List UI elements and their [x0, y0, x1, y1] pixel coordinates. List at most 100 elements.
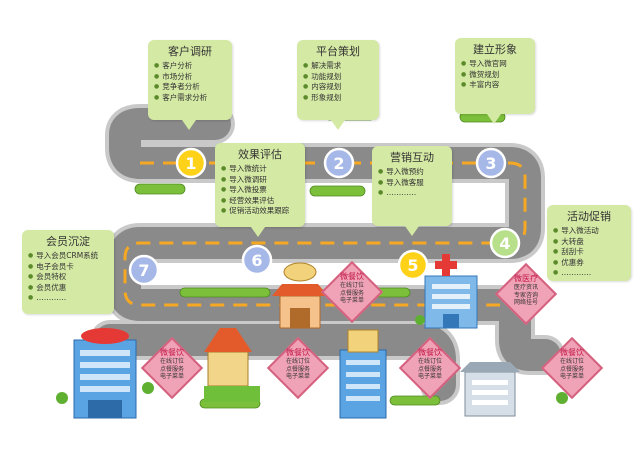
diamond-line: 电子菜单: [339, 297, 364, 304]
card-item: 导入微调研: [221, 175, 299, 186]
diamond-title: 微餐饮: [160, 348, 184, 357]
card-step-2: 平台策划 解决需求 功能规划 内容规划 形象规划: [297, 40, 379, 130]
diamond-text: 微餐饮 在线订位 点餐服务 电子菜单: [398, 348, 462, 381]
card-item: 大转盘: [553, 237, 625, 248]
building-tower: [339, 329, 387, 419]
card-pointer: [251, 227, 265, 237]
card-item: 功能规划: [303, 72, 373, 83]
diamond-title: 微餐饮: [286, 348, 310, 357]
diamond-title: 微医疗: [514, 274, 538, 283]
diamond-line: 电子菜单: [559, 373, 584, 380]
card-item: 导入微官网: [461, 59, 529, 70]
card-item: 导入微客服: [378, 178, 446, 189]
card-item: 竞争者分析: [154, 82, 226, 93]
card-title: 建立形象: [473, 43, 517, 56]
card-item: 形象规划: [303, 93, 373, 104]
card-item: 导入微活动: [553, 226, 625, 237]
building-restaurant: [272, 262, 328, 329]
card-item: 丰富内容: [461, 80, 529, 91]
step-circle-2: 2: [323, 147, 355, 179]
card-step-1: 客户调研 客户分析 市场分析 竞争者分析 客户需求分析: [148, 40, 232, 130]
building-house: [204, 328, 260, 402]
diamond-line: 医疗资讯: [513, 284, 538, 291]
card-list: 导入微预约 导入微客服 …………: [378, 167, 446, 199]
diamond-line: 电子菜单: [159, 373, 184, 380]
card-pointer: [487, 114, 501, 124]
card-item: 内容规划: [303, 82, 373, 93]
diamond-badge: 微餐饮 在线订位 点餐服务 电子菜单: [398, 336, 462, 400]
card-item: 促销活动效果跟踪: [221, 206, 299, 217]
svg-text:4: 4: [499, 234, 510, 253]
card-item: 导入微统计: [221, 164, 299, 175]
card-item: 会员特权: [28, 272, 108, 283]
diamond-text: 微餐饮 在线订位 点餐服务 电子菜单: [140, 348, 204, 381]
card-item: 导入微预约: [378, 167, 446, 178]
building-hospital: [424, 254, 478, 329]
svg-text:1: 1: [185, 154, 196, 173]
card-title: 客户调研: [168, 45, 212, 58]
diamond-line: 点餐服务: [559, 365, 584, 373]
step-circle-4: 4: [489, 227, 521, 259]
diamond-line: 电子菜单: [417, 373, 442, 380]
card-step-5: 营销互动 导入微预约 导入微客服 …………: [372, 146, 452, 236]
diamond-line: 网络挂号: [513, 299, 538, 306]
card-item: 经营效果评估: [221, 196, 299, 207]
diamond-line: 点餐服务: [285, 365, 310, 373]
road-dashes: [123, 161, 527, 307]
card-title: 会员沉淀: [46, 235, 90, 248]
svg-text:3: 3: [485, 154, 496, 173]
diamond-line: 点餐服务: [159, 365, 184, 373]
card-item: 客户分析: [154, 61, 226, 72]
card-list: 解决需求 功能规划 内容规划 形象规划: [303, 61, 373, 103]
diamond-text: 微餐饮 在线订位 点餐服务 电子菜单: [266, 348, 330, 381]
diamond-title: 微餐饮: [418, 348, 442, 357]
card-list: 客户分析 市场分析 竞争者分析 客户需求分析: [154, 61, 226, 103]
diamond-badge: 微餐饮 在线订位 点餐服务 电子菜单: [320, 260, 384, 324]
diamond-badge: 微餐饮 在线订位 点餐服务 电子菜单: [266, 336, 330, 400]
card-list: 导入微统计 导入微调研 导入微投票 经营效果评估 促销活动效果跟踪: [221, 164, 299, 217]
svg-text:7: 7: [138, 261, 149, 280]
card-title: 效果评估: [238, 148, 282, 161]
card-title: 平台策划: [316, 45, 360, 58]
diamond-title: 微餐饮: [560, 348, 584, 357]
step-circle-1: 1: [175, 147, 207, 179]
card-step-3: 建立形象 导入微官网 微贺规划 丰富内容: [455, 38, 535, 124]
card-list: 导入会员CRM系统 电子会员卡 会员特权 会员优惠 …………: [28, 251, 108, 304]
diamond-line: 在线订位: [339, 282, 364, 289]
card-pointer: [182, 120, 196, 130]
step-circle-6: 6: [241, 244, 273, 276]
card-step-7: 会员沉淀 导入会员CRM系统 电子会员卡 会员特权 会员优惠 …………: [22, 230, 114, 314]
card-item: …………: [378, 188, 446, 199]
diamond-badge: 微餐饮 在线订位 点餐服务 电子菜单: [540, 336, 604, 400]
svg-text:5: 5: [407, 256, 418, 275]
card-item: 客户需求分析: [154, 93, 226, 104]
card-item: 电子会员卡: [28, 262, 108, 273]
diamond-badge: 微餐饮 在线订位 点餐服务 电子菜单: [140, 336, 204, 400]
card-pointer: [331, 120, 345, 130]
card-step-6: 效果评估 导入微统计 导入微调研 导入微投票 经营效果评估 促销活动效果跟踪: [215, 143, 305, 237]
diamond-text: 微医疗 医疗资讯 专家咨询 网络挂号: [494, 274, 558, 307]
svg-text:2: 2: [333, 154, 344, 173]
card-item: …………: [553, 268, 625, 279]
card-item: 微贺规划: [461, 70, 529, 81]
card-step-4: 活动促销 导入微活动 大转盘 刮刮卡 优惠券 …………: [547, 205, 631, 281]
card-item: …………: [28, 293, 108, 304]
step-circle-3: 3: [475, 147, 507, 179]
diamond-line: 在线订位: [559, 358, 584, 365]
diamond-line: 在线订位: [417, 358, 442, 365]
building-right: [460, 362, 520, 417]
diamond-line: 点餐服务: [339, 289, 364, 297]
diamond-line: 在线订位: [285, 358, 310, 365]
card-item: 解决需求: [303, 61, 373, 72]
svg-text:6: 6: [251, 251, 262, 270]
diamond-title: 微餐饮: [340, 272, 364, 281]
card-list: 导入微官网 微贺规划 丰富内容: [461, 59, 529, 91]
card-title: 营销互动: [390, 151, 434, 164]
card-item: 刮刮卡: [553, 247, 625, 258]
card-list: 导入微活动 大转盘 刮刮卡 优惠券 …………: [553, 226, 625, 279]
diamond-text: 微餐饮 在线订位 点餐服务 电子菜单: [540, 348, 604, 381]
card-item: 导入微投票: [221, 185, 299, 196]
building-left: [73, 328, 137, 419]
step-circle-5: 5: [397, 249, 429, 281]
card-title: 活动促销: [567, 210, 611, 223]
